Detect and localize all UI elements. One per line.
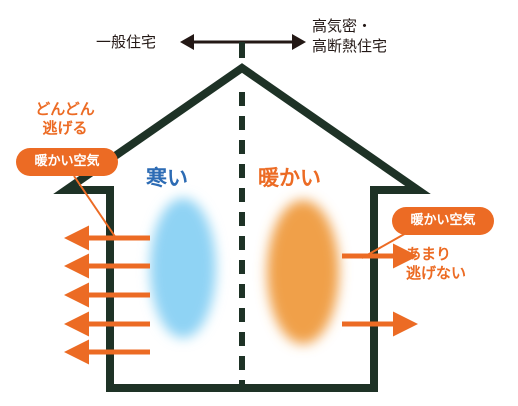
escapes-label-line1: どんどん [35, 100, 95, 118]
conventional-house-label: 一般住宅 [96, 33, 157, 51]
cold-label: 寒い [146, 166, 188, 190]
pointer-line-left [73, 175, 117, 239]
airtight-house-label-line1: 高気密・ [312, 17, 373, 35]
warm-air-badge-left: 暖かい空気 [16, 148, 118, 176]
warm-label: 暖かい [258, 166, 321, 190]
airtight-house-label-line2: 高断熱住宅 [312, 37, 388, 55]
heat-loss-arrows-right [342, 243, 418, 337]
airtight-house-label: 高気密・ 高断熱住宅 [312, 16, 387, 56]
heat-loss-arrows-left [64, 225, 150, 365]
no-escape-label: あまり 逃げない [406, 245, 466, 283]
escapes-label: どんどん 逃げる [30, 100, 100, 138]
warm-air-blob [267, 200, 339, 344]
escapes-label-line2: 逃げる [42, 119, 88, 137]
warm-air-badge-right: 暖かい空気 [392, 207, 494, 235]
cold-air-blob [150, 198, 216, 338]
no-escape-label-line1: あまり [406, 245, 452, 263]
no-escape-label-line2: 逃げない [406, 264, 467, 282]
